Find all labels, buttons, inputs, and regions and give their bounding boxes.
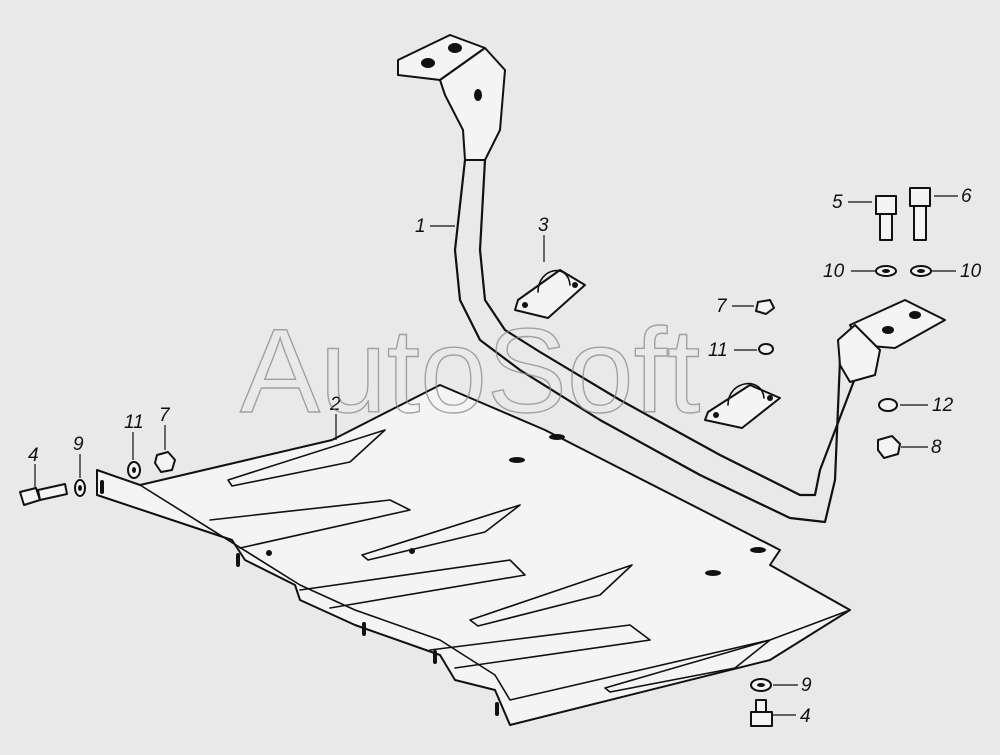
nut-7-right [755,299,775,315]
callout-4-left: 4 [28,445,39,466]
callout-3: 3 [538,215,549,236]
bolt-4-left [19,483,68,506]
washer-10-left [875,265,897,277]
nut-7-left [154,451,176,473]
watermark-text: AutoSoft [240,304,700,438]
leader-lines [34,195,958,716]
callout-11-left: 11 [124,412,144,433]
support-bracket [397,34,946,524]
washer-12 [878,398,898,412]
washer-10-right [910,265,932,277]
clamp-lower [704,382,781,429]
callout-1: 1 [415,216,426,237]
washer-9-left [74,479,86,497]
callout-9-bottom: 9 [801,675,812,696]
callout-12: 12 [932,395,954,416]
callout-11-right: 11 [708,340,728,361]
washer-9-bottom [750,678,772,692]
callout-8: 8 [931,437,942,458]
washer-11-left [127,461,141,479]
callout-7-right: 7 [716,296,728,317]
skid-plate [96,384,851,726]
clamp-upper [514,269,586,319]
bolt-6 [909,187,931,241]
callout-4-bottom: 4 [800,706,811,727]
callout-10-left: 10 [823,261,845,282]
nut-8 [877,435,901,459]
washer-11-right [758,343,774,355]
bolt-5 [875,195,897,241]
callout-10-right: 10 [960,261,982,282]
callout-2: 2 [329,394,341,415]
callout-9-left: 9 [73,434,84,455]
bolt-4-bottom [750,699,773,727]
callout-6: 6 [961,186,972,207]
callout-7-left: 7 [159,405,171,426]
callout-5: 5 [832,192,843,213]
